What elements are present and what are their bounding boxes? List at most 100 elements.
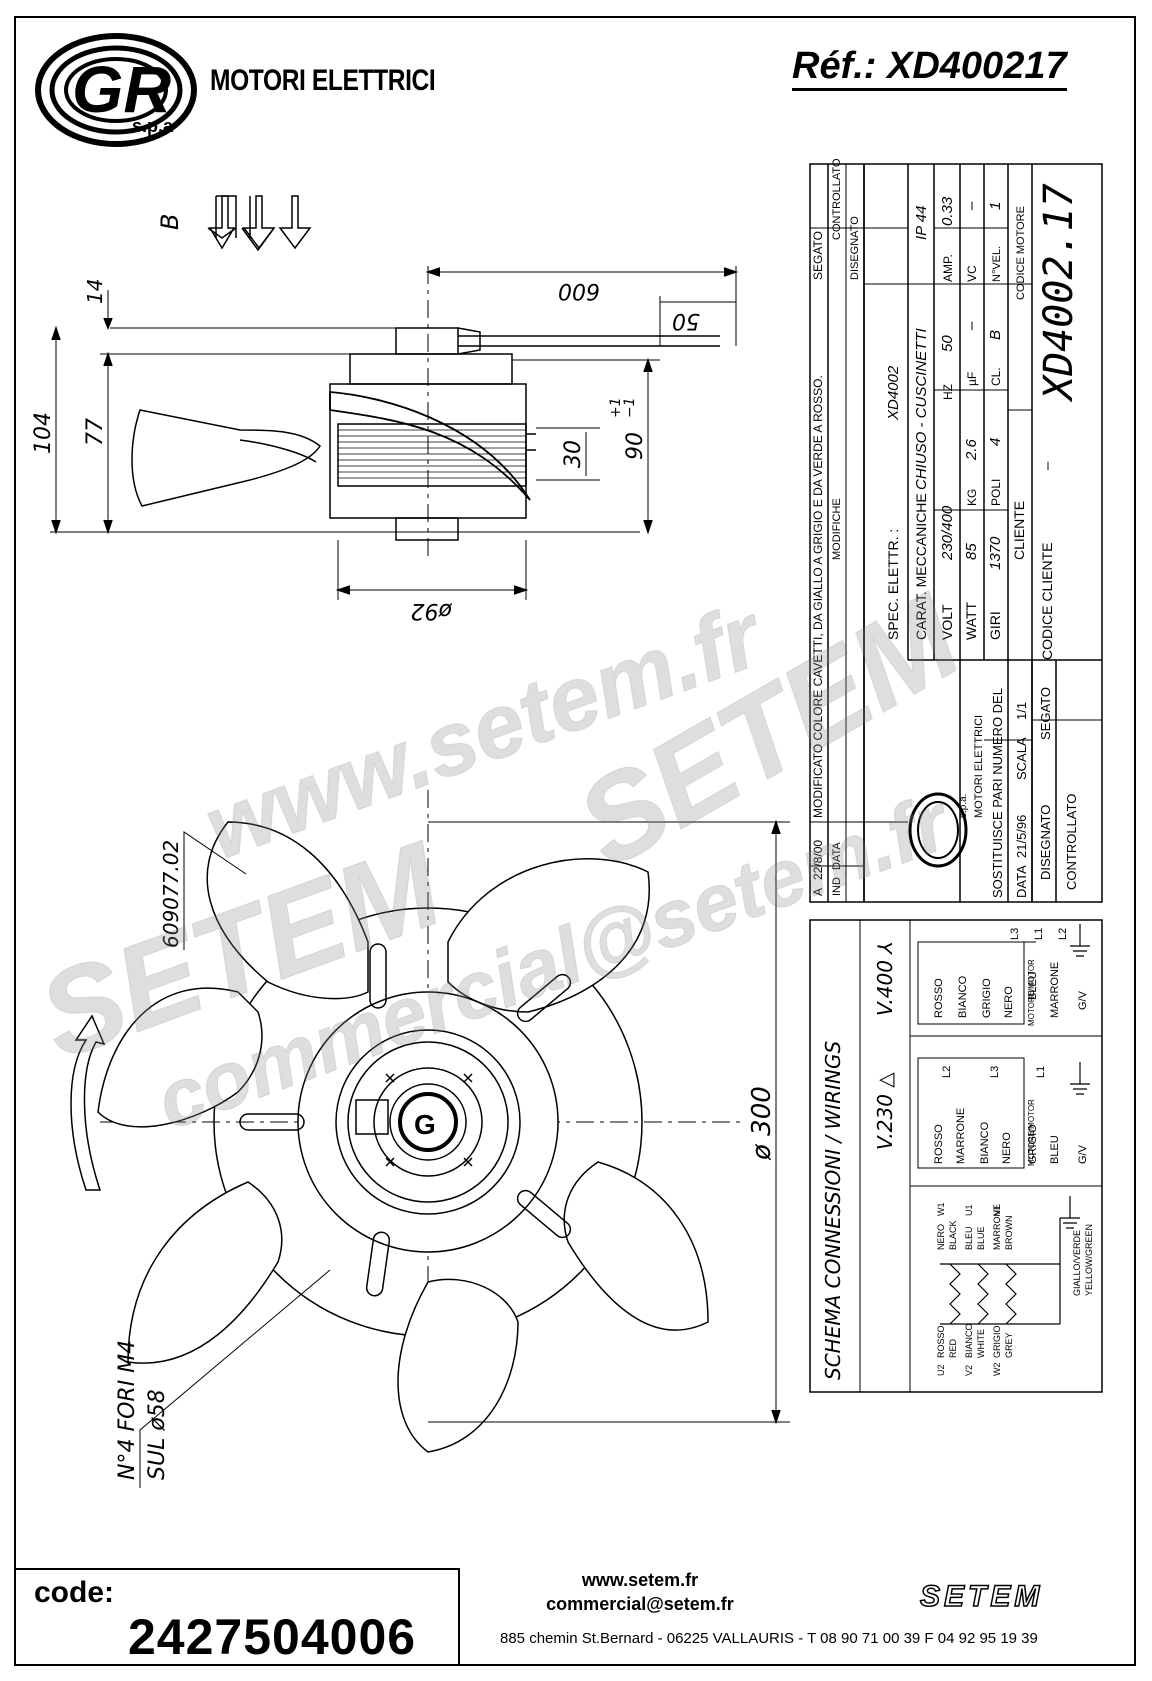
w230-0: ROSSO <box>933 1124 945 1164</box>
poli-label: POLI <box>989 479 1003 506</box>
gr-logo: GR <box>35 33 197 147</box>
cl-value: B <box>987 330 1004 340</box>
footer-web[interactable]: www.setem.fr <box>581 1570 699 1590</box>
dim-77: 77 <box>83 418 108 446</box>
code-box: code: 2427504006 <box>14 1568 460 1666</box>
code-value: 2427504006 <box>128 1609 417 1665</box>
dim-104: 104 <box>31 412 56 454</box>
spec-label: SPEC. ELETTR. : <box>885 529 901 640</box>
front-view-fan: G <box>70 790 790 1488</box>
l400-1: L1 <box>1033 928 1045 940</box>
company-small-sub: s.p.a. <box>958 794 969 818</box>
wiring-block <box>809 919 1103 1393</box>
codice-motore-value: XD4002.17 <box>1036 183 1082 403</box>
hz-label: HZ <box>941 384 955 400</box>
disegnato-value: SEGATO <box>1038 687 1053 740</box>
drawing-sheet <box>14 16 1136 1666</box>
dim-50: 50 <box>672 308 700 333</box>
l230-1: L3 <box>989 1066 1001 1078</box>
coil-right-0-tag: W1 <box>936 1203 946 1217</box>
brand-sub: s.p.a <box>132 116 174 136</box>
earth-it: GIALLO/VERDE <box>1072 1230 1082 1296</box>
dim-30: 30 <box>561 440 586 468</box>
l400-0: L3 <box>1009 928 1021 940</box>
ip-value: IP 44 <box>913 206 930 240</box>
giri-label: GIRI <box>987 611 1003 640</box>
l230-2: L1 <box>1035 1066 1047 1078</box>
footer-address: 885 chemin St.Bernard - 06225 VALLAURIS … <box>500 1630 1038 1647</box>
w230-1: MARRONE <box>955 1108 967 1164</box>
w230-3: NERO <box>1001 1132 1013 1164</box>
amp-label: AMP. <box>941 254 955 282</box>
rev-head-controllato: CONTROLLATO <box>831 158 843 240</box>
coil-left-1-it: BIANCO <box>964 1323 974 1358</box>
v230-label: V.230 △ <box>873 1072 897 1150</box>
cliente-label: CLIENTE <box>1011 501 1027 560</box>
l400-2: L2 <box>1057 928 1069 940</box>
data-value: 21/5/96 <box>1014 815 1029 858</box>
code-label: code: <box>34 1576 115 1609</box>
rev-head-disegnato: DISEGNATO <box>849 216 861 280</box>
volt-label: VOLT <box>939 604 955 640</box>
w400-0: ROSSO <box>933 978 945 1018</box>
holes-line2: SUL ø58 <box>145 1389 170 1480</box>
sostituisce: SOSTITUISCE PARI NUMERO DEL <box>990 688 1005 898</box>
company-small: MOTORI ELETTRICI <box>973 715 985 818</box>
coil-right-1-en: BLUE <box>976 1226 986 1250</box>
uf-value: – <box>963 321 980 330</box>
tol-minus: −1 <box>622 397 638 418</box>
watt-label: WATT <box>963 601 979 640</box>
wiring-title: SCHEMA CONNESSIONI / WIRINGS <box>821 1041 845 1380</box>
l230-0: L2 <box>941 1066 953 1078</box>
controllato-label: CONTROLLATO <box>1064 794 1079 890</box>
view-label-b: B <box>156 214 184 230</box>
cliente-value: – <box>1039 461 1056 470</box>
rev-date: 22/8/00 <box>811 840 825 880</box>
wiring-text: SCHEMA CONNESSIONI / WIRINGS V.400 ⅄ V.2… <box>821 928 1094 1380</box>
rev-head-ind: IND <box>831 877 843 896</box>
rev-text: MODIFICATO COLORE CAVETTI, DA GIALLO A G… <box>811 375 825 818</box>
coil-left-2-tag: W2 <box>992 1363 1002 1377</box>
coil-left-2-en: GREY <box>1004 1332 1014 1358</box>
footer-contact: www.setem.fr commercial@setem.fr <box>520 1568 760 1616</box>
svg-text:G: G <box>414 1109 436 1140</box>
scala-value: 1/1 <box>1014 702 1029 720</box>
coil-right-1-tag: U1 <box>964 1204 974 1216</box>
w400-6: G/V <box>1077 990 1089 1010</box>
volt-value: 230/400 <box>939 505 956 561</box>
vc-value: – <box>963 201 980 210</box>
w400-4: BLEU <box>1027 971 1039 1000</box>
w400-5: MARRONE <box>1049 962 1061 1018</box>
title-block <box>809 163 1103 903</box>
dim-92: ø92 <box>411 598 453 623</box>
w230-2: BIANCO <box>979 1121 991 1164</box>
coil-left-0-it: ROSSO <box>936 1325 946 1358</box>
hz-value: 50 <box>939 335 956 352</box>
data-label: DATA <box>1014 865 1029 898</box>
rev-head-modifiche: MODIFICHE <box>831 498 843 560</box>
w230-6: G/V <box>1077 1144 1089 1164</box>
coil-right-2-tag: V1 <box>992 1205 1002 1216</box>
codice-cliente-label: CODICE CLIENTE <box>1039 543 1055 660</box>
cl-label: CL. <box>989 367 1003 386</box>
footer-email[interactable]: commercial@setem.fr <box>546 1594 734 1614</box>
spec-value: XD4002 <box>885 365 902 421</box>
v400-label: V.400 ⅄ <box>873 942 897 1017</box>
w400-3: NERO <box>1003 986 1015 1018</box>
rev-ind: A <box>811 888 825 896</box>
w400-1: BIANCO <box>957 975 969 1018</box>
tol-plus: +1 <box>608 397 624 418</box>
coil-left-1-en: WHITE <box>976 1329 986 1358</box>
w230-4: GRIGIO <box>1027 1124 1039 1164</box>
setem-logo: SETEM <box>919 1579 1044 1614</box>
airflow-arrows <box>207 195 312 252</box>
holes-line1: N°4 FORI M4 <box>115 1340 140 1480</box>
dim-600: 600 <box>558 278 600 303</box>
dim-14: 14 <box>83 279 107 304</box>
nvel-value: 1 <box>987 202 1004 210</box>
w230-5: BLEU <box>1049 1135 1061 1164</box>
dim-90: 90 <box>623 432 648 460</box>
coil-left-0-tag: U2 <box>936 1364 946 1376</box>
coil-left-1-tag: V2 <box>964 1365 974 1376</box>
